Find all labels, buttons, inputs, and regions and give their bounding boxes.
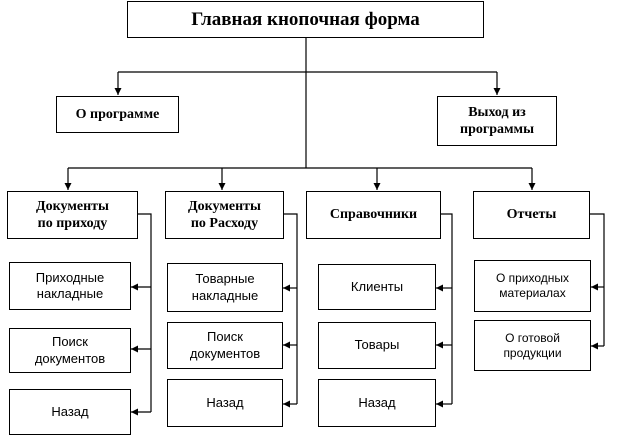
group-4-rail bbox=[590, 213, 605, 346]
root-label: Главная кнопочная форма bbox=[191, 8, 420, 30]
group-1-rail bbox=[138, 213, 152, 412]
group-4-item-1-label: О приходных материалах bbox=[495, 271, 570, 300]
group-1-item-1: Приходные накладные bbox=[9, 262, 131, 310]
group-1-item-2: Поиск документов bbox=[9, 328, 131, 373]
group-3-header: Справочники bbox=[306, 191, 441, 239]
group-1-item-1-label: Приходные накладные bbox=[35, 269, 105, 301]
group-2-item-3: Назад bbox=[167, 379, 283, 427]
group-4-item-2: О готовой продукции bbox=[474, 320, 591, 371]
group-2-header: Документы по Расходу bbox=[165, 191, 284, 239]
group-1-item-3-label: Назад bbox=[51, 403, 89, 419]
group-2-item-1: Товарные накладные bbox=[167, 263, 283, 312]
group-3-item-2: Товары bbox=[318, 322, 436, 369]
group-1-item-3: Назад bbox=[9, 389, 131, 435]
group-4-header: Отчеты bbox=[473, 191, 590, 239]
group-2-title: Документы по Расходу bbox=[188, 198, 261, 232]
about-box: О программе bbox=[56, 96, 179, 133]
group-3-title: Справочники bbox=[329, 207, 418, 223]
exit-box: Выход из программы bbox=[437, 96, 557, 146]
about-label: О программе bbox=[75, 106, 160, 122]
group-4-item-1: О приходных материалах bbox=[474, 260, 591, 312]
group-3-item-3-label: Назад bbox=[358, 394, 396, 410]
group-1-header: Документы по приходу bbox=[7, 191, 138, 239]
exit-label: Выход из программы bbox=[460, 104, 534, 138]
group-2-item-2: Поиск документов bbox=[167, 322, 283, 369]
group-1-item-2-label: Поиск документов bbox=[34, 334, 106, 366]
group-3-item-2-label: Товары bbox=[354, 337, 400, 353]
group-3-item-3: Назад bbox=[318, 379, 436, 427]
group-2-rail bbox=[284, 213, 298, 404]
root-box: Главная кнопочная форма bbox=[127, 1, 484, 38]
group-2-item-1-label: Товарные накладные bbox=[191, 271, 259, 303]
group-4-title: Отчеты bbox=[506, 207, 557, 223]
group-2-item-2-label: Поиск документов bbox=[189, 329, 261, 361]
group-2-item-3-label: Назад bbox=[206, 394, 244, 410]
group-3-item-1-label: Клиенты bbox=[350, 278, 404, 294]
group-1-title: Документы по приходу bbox=[36, 198, 109, 232]
group-3-rail bbox=[441, 213, 453, 404]
group-4-item-2-label: О готовой продукции bbox=[503, 330, 562, 360]
group-3-item-1: Клиенты bbox=[318, 264, 436, 310]
